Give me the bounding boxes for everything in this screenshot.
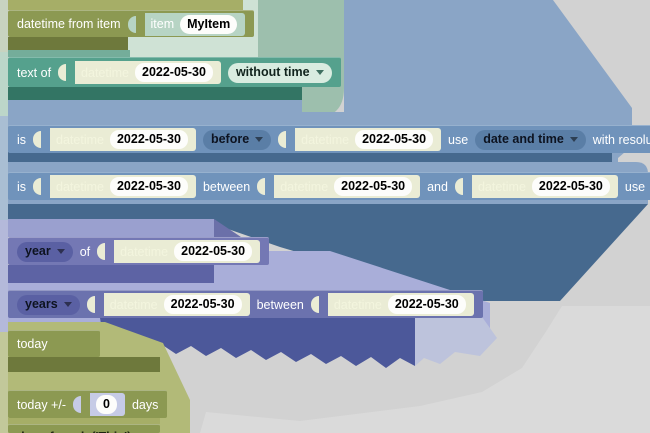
datetime-label: datetime [280, 179, 329, 194]
item-name-field[interactable]: MyItem [180, 14, 238, 34]
block-datetime-between[interactable]: is datetime 2022-05-30 between datetime … [8, 172, 650, 200]
block-today-offset[interactable]: today +/- 0 days [8, 390, 168, 418]
nested-datetime-block[interactable]: datetime 2022-05-30 [471, 175, 618, 198]
nested-datetime-block[interactable]: datetime 2022-05-30 [50, 175, 196, 198]
chevron-down-icon [315, 69, 324, 75]
date-field[interactable]: 2022-05-30 [531, 177, 610, 196]
datetime-label: datetime [333, 297, 382, 312]
input-connector-icon [310, 296, 319, 313]
block-label: is [17, 132, 27, 147]
input-connector-icon [86, 296, 95, 313]
input-connector-icon [278, 131, 287, 148]
block-clipped-bottom[interactable]: day of week ('This') [8, 424, 160, 433]
chevron-down-icon [56, 248, 65, 254]
input-connector-icon [257, 178, 266, 195]
date-field[interactable]: 2022-05-30 [334, 177, 413, 196]
date-field[interactable]: 2022-05-30 [163, 295, 242, 314]
nested-datetime-block[interactable]: datetime 2022-05-30 [114, 240, 261, 263]
nested-datetime-block[interactable]: datetime 2022-05-30 [295, 128, 442, 151]
dropdown-value: without time [235, 64, 310, 79]
input-connector-icon [73, 396, 81, 413]
block-datetime-difference[interactable]: years datetime 2022-05-30 between dateti… [8, 290, 483, 318]
chevron-down-icon [569, 136, 578, 142]
block-label: text of [17, 65, 52, 80]
datetime-label: datetime [301, 132, 350, 147]
chevron-down-icon [63, 301, 72, 307]
block-text-of-datetime[interactable]: text of datetime 2022-05-30 without time [8, 57, 341, 87]
dropdown-value: year [25, 243, 51, 258]
block-label: is [17, 179, 27, 194]
resolution-label: with resolution of [592, 132, 650, 147]
days-label: days [131, 397, 159, 412]
datetime-label: datetime [109, 297, 158, 312]
item-label: item [150, 17, 175, 31]
nested-datetime-block[interactable]: datetime 2022-05-30 [75, 61, 221, 84]
datetime-label: datetime [477, 179, 526, 194]
operator-dropdown[interactable]: before [202, 129, 272, 150]
block-label: today [17, 337, 48, 351]
block-label: datetime from item [17, 17, 121, 31]
input-connector-icon [454, 178, 463, 195]
block-label: today +/- [17, 397, 66, 412]
number-field[interactable]: 0 [96, 395, 117, 414]
input-connector-icon [58, 64, 67, 81]
input-connector-icon [127, 15, 136, 33]
date-field[interactable]: 2022-05-30 [355, 130, 434, 149]
block-today[interactable]: today [8, 330, 100, 357]
unit-dropdown[interactable]: years [17, 294, 80, 315]
dropdown-value: date and time [483, 131, 564, 146]
date-field[interactable]: 2022-05-30 [387, 295, 466, 314]
block-label: day of week ('This') [17, 425, 131, 433]
datetime-label: datetime [56, 179, 104, 194]
block-datetime-compare[interactable]: is datetime 2022-05-30 before datetime 2… [8, 125, 650, 153]
datetime-label: datetime [56, 132, 104, 147]
unit-dropdown[interactable]: year [17, 241, 73, 262]
nested-number-block[interactable]: 0 [90, 393, 125, 416]
nested-item-block[interactable]: item MyItem [144, 12, 246, 36]
nested-datetime-block[interactable]: datetime 2022-05-30 [103, 293, 250, 316]
between-label: between [256, 297, 304, 312]
nested-datetime-block[interactable]: datetime 2022-05-30 [274, 175, 421, 198]
use-label: use [448, 132, 469, 147]
input-connector-icon [97, 243, 106, 260]
datetime-label: datetime [81, 65, 129, 80]
nested-datetime-block[interactable]: datetime 2022-05-30 [50, 128, 196, 151]
of-label: of [79, 244, 91, 259]
and-label: and [427, 179, 448, 194]
dropdown-value: years [25, 296, 58, 311]
date-field[interactable]: 2022-05-30 [174, 242, 253, 261]
chevron-down-icon [255, 136, 264, 142]
block-datetime-from-item[interactable]: datetime from item item MyItem [8, 10, 255, 37]
time-format-dropdown[interactable]: without time [227, 62, 332, 83]
precision-dropdown[interactable]: date and time [475, 129, 586, 150]
between-label: between [202, 179, 251, 194]
datetime-label: datetime [120, 244, 169, 259]
date-field[interactable]: 2022-05-30 [109, 130, 188, 149]
nested-datetime-block[interactable]: datetime 2022-05-30 [327, 293, 474, 316]
dropdown-value: before [210, 131, 250, 146]
use-label: use [624, 179, 646, 194]
date-field[interactable]: 2022-05-30 [135, 63, 213, 82]
input-connector-icon [33, 178, 42, 195]
input-connector-icon [33, 131, 42, 148]
block-datetime-part[interactable]: year of datetime 2022-05-30 [8, 237, 270, 265]
date-field[interactable]: 2022-05-30 [109, 177, 188, 196]
